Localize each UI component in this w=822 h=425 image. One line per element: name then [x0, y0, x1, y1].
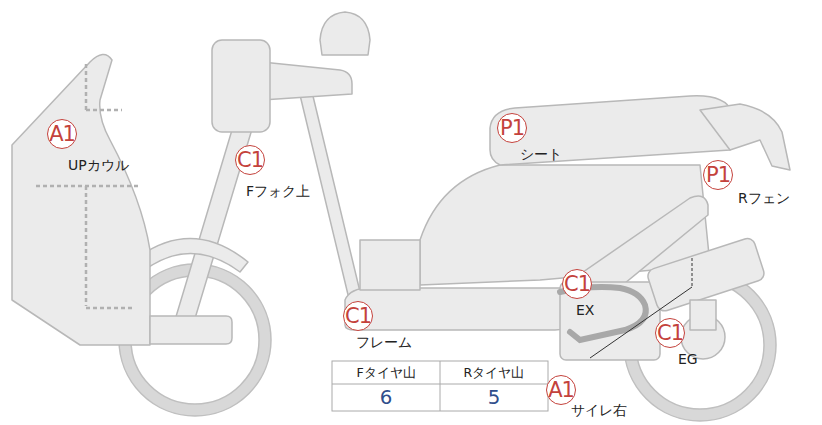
- callout-code: C1: [235, 145, 265, 175]
- part-name: EG: [678, 351, 698, 368]
- part-name: フレーム: [356, 334, 412, 351]
- part-name: サイレ右: [571, 402, 627, 419]
- callout-code: P1: [703, 160, 733, 190]
- callout-code: P1: [497, 113, 527, 143]
- table-cell: Rタイヤ山: [440, 361, 548, 384]
- part-name: Fフォク上: [246, 183, 310, 200]
- table-cell: Fタイヤ山: [332, 361, 440, 384]
- part-name: EX: [576, 302, 594, 319]
- part-name: UPカウル: [68, 157, 129, 174]
- table-cell: 6: [332, 384, 440, 411]
- callout-code: C1: [562, 269, 592, 299]
- callout-code: C1: [655, 318, 685, 348]
- part-name: シート: [520, 146, 562, 163]
- part-name: Rフェン: [738, 190, 790, 207]
- callout-code: A1: [47, 119, 77, 149]
- table-cell: 5: [440, 384, 548, 411]
- callout-code: C1: [343, 301, 373, 331]
- callout-code: A1: [546, 375, 576, 405]
